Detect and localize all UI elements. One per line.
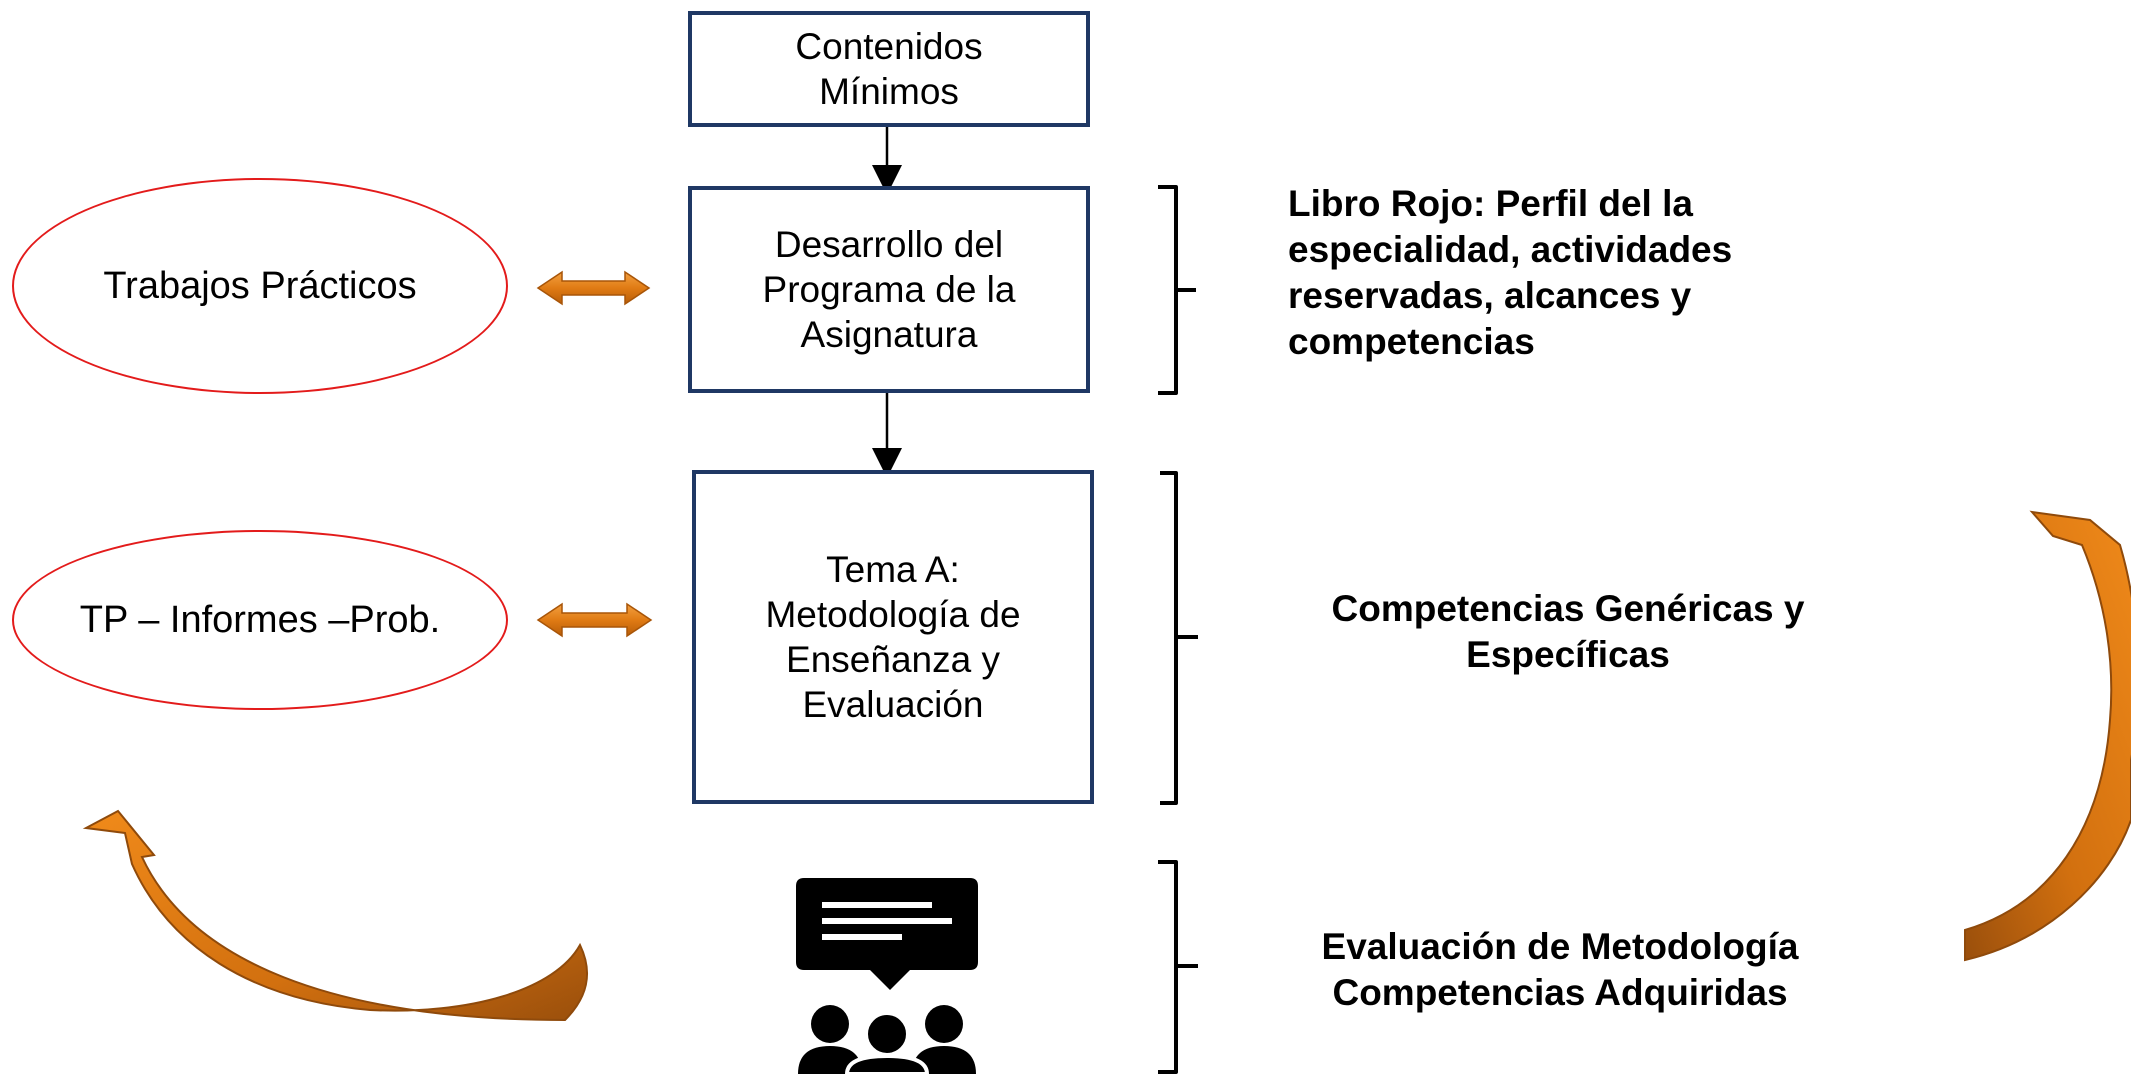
brace-icon — [1160, 471, 1198, 805]
double-arrow-icon — [536, 270, 651, 306]
libro-rojo-note: Libro Rojo: Perfil del la especialidad, … — [1288, 181, 1808, 365]
note-line: Libro Rojo: Perfil del la — [1288, 183, 1693, 224]
ellipse-text: Trabajos Prácticos — [103, 264, 417, 307]
box-text: Mínimos — [819, 71, 959, 112]
box-text: Metodología de — [765, 593, 1021, 635]
box-text: Enseñanza y — [786, 639, 1000, 680]
note-line: Competencias Adquiridas — [1332, 971, 1788, 1013]
competencias-note: Competencias Genéricas y Específicas — [1278, 586, 1858, 678]
curved-arrow-icon — [1964, 510, 2131, 962]
note-line: Competencias Genéricas y — [1331, 588, 1805, 629]
feedback-group-icon — [796, 878, 978, 1074]
evaluacion-note: Evaluación de Metodología Competencias A… — [1270, 924, 1850, 1016]
note-line: competencias — [1288, 320, 1535, 362]
note-line: especialidad, actividades — [1288, 228, 1733, 270]
box-text: Asignatura — [800, 314, 978, 356]
ellipse-text: TP – Informes –Prob. — [79, 598, 441, 641]
trabajos-practicos-ellipse: Trabajos Prácticos — [12, 178, 508, 394]
tema-a-box: Tema A: Metodología de Enseñanza y Evalu… — [692, 470, 1094, 804]
note-line: Evaluación de Metodología — [1321, 926, 1799, 967]
note-line: reservadas, alcances y — [1288, 274, 1692, 316]
box-text: Programa de la — [762, 268, 1016, 310]
box-text: Contenidos — [795, 25, 983, 67]
curved-arrow-icon — [82, 809, 589, 1022]
tp-informes-ellipse: TP – Informes –Prob. — [12, 530, 508, 710]
box-text: Tema A: — [826, 548, 960, 590]
brace-icon — [1158, 185, 1196, 395]
note-line: Específicas — [1466, 633, 1670, 675]
box-text: Evaluación — [802, 684, 984, 726]
box-text: Desarrollo del — [774, 223, 1004, 265]
desarrollo-programa-box: Desarrollo del Programa de la Asignatura — [688, 186, 1090, 393]
brace-icon — [1158, 860, 1198, 1074]
contenidos-minimos-box: Contenidos Mínimos — [688, 11, 1090, 127]
double-arrow-icon — [536, 602, 653, 638]
